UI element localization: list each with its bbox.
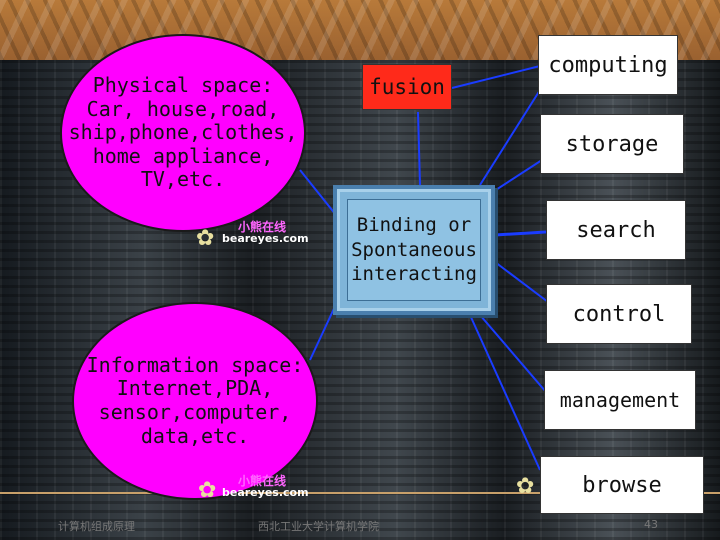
function-box-management: management	[544, 370, 696, 430]
function-label: search	[576, 217, 656, 243]
connector-binding-search	[494, 230, 547, 237]
connector-binding-browse	[469, 314, 541, 471]
footer-page-number: 43	[644, 518, 658, 531]
connector-binding-storage	[487, 159, 543, 196]
function-label: management	[559, 388, 681, 412]
function-label: storage	[565, 131, 659, 157]
watermark-logo-2: 小熊在线	[238, 472, 286, 489]
bear-paw-icon: ✿	[198, 478, 217, 503]
fusion-box: fusion	[362, 64, 452, 110]
watermark-logo-2-en: beareyes.com	[222, 486, 309, 499]
footer-institution: 西北工业大学计算机学院	[258, 520, 379, 533]
binding-text: Binding or Spontaneous interacting	[347, 199, 481, 301]
information-space-text: Information space: Internet,PDA, sensor,…	[86, 352, 304, 448]
logo-en-text: beareyes.com	[222, 486, 309, 499]
fusion-label: fusion	[369, 75, 445, 99]
function-label: control	[572, 301, 666, 327]
function-box-storage: storage	[540, 114, 684, 174]
bear-paw-icon: ✿	[516, 474, 535, 499]
physical-space-ellipse: Physical space: Car, house,road, ship,ph…	[60, 34, 306, 232]
connector-binding-control	[494, 261, 549, 303]
function-box-computing: computing	[538, 35, 678, 95]
function-label: computing	[548, 52, 668, 78]
connector-fusion-computing	[451, 65, 541, 89]
binding-box: Binding or Spontaneous interacting	[333, 185, 495, 315]
function-box-search: search	[546, 200, 686, 260]
footer-course-title: 计算机组成原理	[58, 520, 135, 533]
logo-en-text: beareyes.com	[222, 232, 309, 245]
connector-physical-binding	[299, 169, 337, 216]
connector-binding-fusion	[417, 111, 421, 186]
function-label: browse	[582, 472, 662, 498]
watermark-logo-en: beareyes.com	[222, 232, 309, 245]
logo-cn-text: 小熊在线	[238, 220, 287, 234]
watermark-logo: 小熊在线	[238, 218, 286, 235]
bear-paw-icon: ✿	[196, 226, 215, 251]
information-space-ellipse: Information space: Internet,PDA, sensor,…	[72, 302, 318, 500]
function-box-browse: browse	[540, 456, 704, 514]
connector-binding-management	[479, 314, 547, 393]
footer-divider	[0, 492, 720, 494]
function-box-control: control	[546, 284, 692, 344]
connector-binding-computing	[479, 89, 541, 186]
physical-space-text: Physical space: Car, house,road, ship,ph…	[68, 73, 298, 192]
logo-cn-text: 小熊在线	[238, 474, 287, 488]
